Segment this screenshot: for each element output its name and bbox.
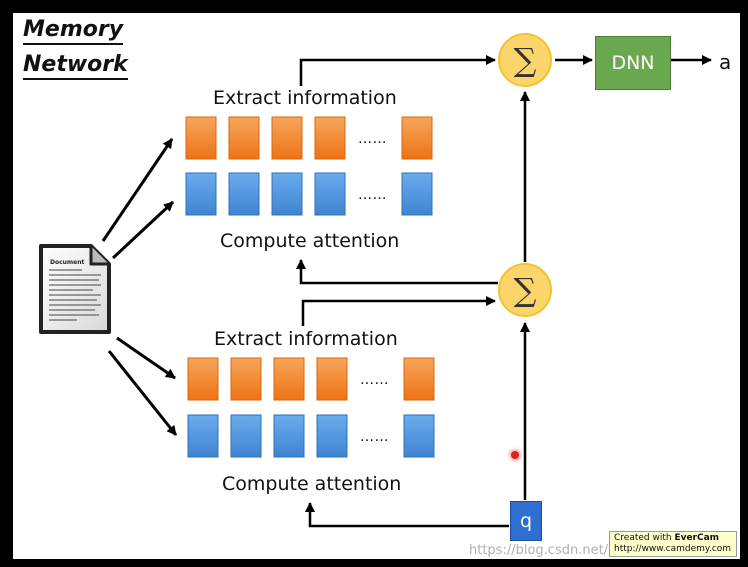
document-icon: Document xyxy=(37,242,113,340)
document-heading: Document xyxy=(50,259,85,266)
memory-block xyxy=(273,414,305,458)
lower-extract-label: Extract information xyxy=(214,328,398,350)
upper-sum-node: ∑ xyxy=(498,33,552,87)
doc-arrow xyxy=(101,138,174,242)
memory-block xyxy=(316,357,348,401)
upper-blue-memory-row xyxy=(185,172,433,216)
upper-attention-label: Compute attention xyxy=(220,230,400,252)
evercam-url: http://www.camdemy.com xyxy=(614,544,732,554)
cursor-indicator xyxy=(511,451,519,459)
memory-block xyxy=(185,116,217,160)
memory-block xyxy=(230,414,262,458)
title-line-2: Network xyxy=(23,52,128,80)
memory-block xyxy=(230,357,262,401)
memory-block xyxy=(401,172,433,216)
memory-block xyxy=(316,414,348,458)
memory-block xyxy=(228,116,260,160)
memory-block xyxy=(403,357,435,401)
output-label: a xyxy=(719,50,732,74)
query-box: q xyxy=(510,501,542,541)
memory-block xyxy=(271,116,303,160)
watermark: https://blog.csdn.net/... xyxy=(469,543,621,558)
upper-extract-label: Extract information xyxy=(213,87,397,109)
diagram-canvas xyxy=(101,55,712,528)
memory-block xyxy=(403,414,435,458)
memory-block xyxy=(314,116,346,160)
lower-sum-to-upper-attention-arrow xyxy=(296,259,498,285)
evercam-prefix: Created with xyxy=(614,533,675,543)
memory-block xyxy=(185,172,217,216)
dnn-box: DNN xyxy=(595,36,671,90)
memory-block xyxy=(401,116,433,160)
doc-arrow xyxy=(116,336,176,380)
upper-extract-to-sum-arrow xyxy=(299,55,496,86)
lower-blue-ellipsis: …… xyxy=(360,429,389,445)
evercam-badge: Created with EverCam http://www.camdemy.… xyxy=(609,531,737,557)
lower-orange-memory-row xyxy=(187,357,435,401)
memory-block xyxy=(314,172,346,216)
document-arrows xyxy=(101,138,178,436)
lower-orange-ellipsis: …… xyxy=(360,372,389,388)
upper-orange-memory-row xyxy=(185,116,433,160)
memory-block xyxy=(271,172,303,216)
slide: Memory Network Document Extract informat… xyxy=(13,13,740,559)
upper-blue-ellipsis: …… xyxy=(358,187,387,203)
memory-block xyxy=(273,357,305,401)
title-line-1: Memory xyxy=(23,17,124,45)
lower-attention-label: Compute attention xyxy=(222,473,402,495)
lower-sum-node: ∑ xyxy=(498,263,552,317)
memory-block xyxy=(187,357,219,401)
query-to-lower-attention-arrow xyxy=(305,502,509,528)
doc-arrow xyxy=(111,200,175,260)
doc-arrow xyxy=(107,350,178,436)
upper-orange-ellipsis: …… xyxy=(358,131,387,147)
memory-block xyxy=(187,414,219,458)
evercam-brand: EverCam xyxy=(674,533,720,543)
lower-extract-to-sum-arrow xyxy=(301,296,496,326)
memory-block xyxy=(228,172,260,216)
lower-blue-memory-row xyxy=(187,414,435,458)
flow-arrows xyxy=(296,55,712,528)
